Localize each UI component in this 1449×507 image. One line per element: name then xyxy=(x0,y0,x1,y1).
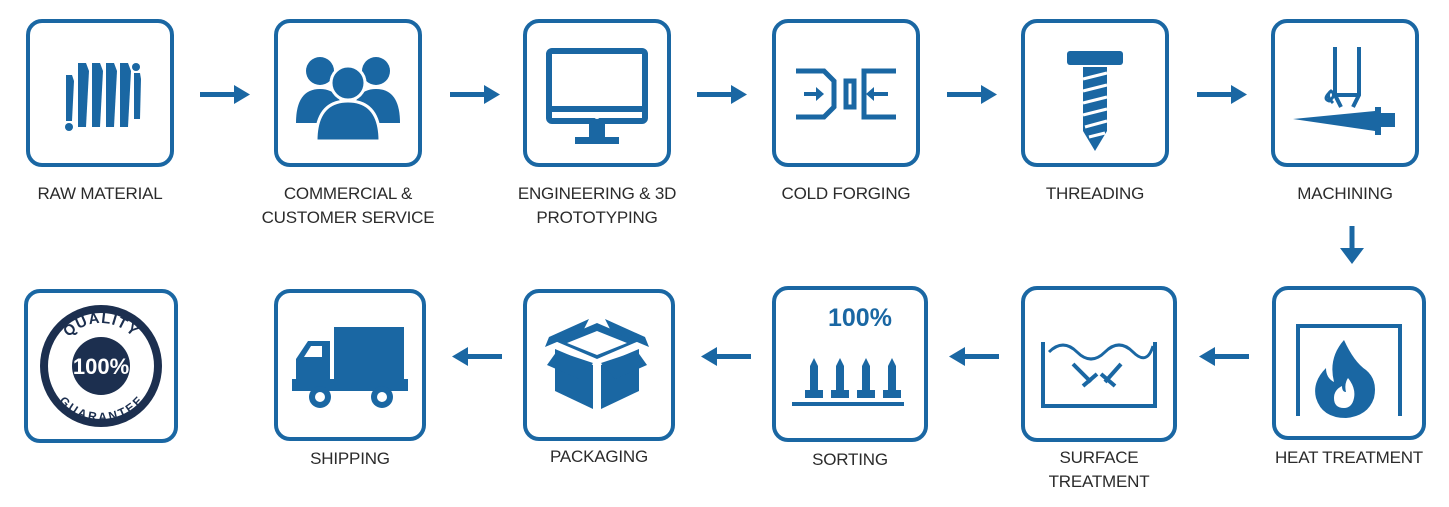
arrow-left-1 xyxy=(1199,347,1249,367)
lathe-tool-icon xyxy=(1293,47,1395,135)
step-machining-box xyxy=(1271,19,1419,167)
truck-icon xyxy=(292,327,408,408)
arrow-right-4 xyxy=(947,85,997,105)
step-engineering-box xyxy=(523,19,671,167)
arrow-right-3 xyxy=(697,85,747,105)
people-group-icon xyxy=(296,57,400,143)
arrow-left-4 xyxy=(452,347,502,367)
arrow-right-5 xyxy=(1197,85,1247,105)
step-threading-box xyxy=(1021,19,1169,167)
step-commercial-label: COMMERCIAL &CUSTOMER SERVICE xyxy=(261,184,435,227)
press-die-icon xyxy=(796,68,896,120)
step-raw-material-box xyxy=(26,19,174,167)
step-surface-treatment-box xyxy=(1021,286,1177,442)
sorting-badge: 100% xyxy=(828,304,892,332)
step-packaging-label: PACKAGING xyxy=(549,447,649,466)
monitor-icon xyxy=(546,48,648,144)
open-box-icon xyxy=(545,319,649,409)
step-heat-treatment-box xyxy=(1272,286,1426,440)
quality-seal-icon: QUALITY GUARANTEE 100% xyxy=(40,305,162,427)
step-sorting-label: SORTING xyxy=(812,450,888,469)
step-shipping-box xyxy=(274,289,426,441)
step-shipping-label: SHIPPING xyxy=(310,449,390,468)
arrow-down xyxy=(1339,226,1365,266)
step-cold-forging-label: COLD FORGING xyxy=(781,184,911,203)
seal-center-text: 100% xyxy=(73,354,129,379)
step-machining-label: MACHINING xyxy=(1297,184,1393,203)
step-sorting-box: 100% xyxy=(772,286,928,442)
step-raw-material-label: RAW MATERIAL xyxy=(37,184,163,203)
arrow-left-3 xyxy=(701,347,751,367)
step-packaging-box xyxy=(523,289,675,441)
arrow-left-2 xyxy=(949,347,999,367)
arrow-right-1 xyxy=(200,85,250,105)
bath-tank-icon xyxy=(1041,342,1157,408)
step-cold-forging-box xyxy=(772,19,920,167)
step-threading-label: THREADING xyxy=(1045,184,1145,203)
furnace-flame-icon xyxy=(1296,324,1402,418)
step-commercial-box xyxy=(274,19,422,167)
arrow-right-2 xyxy=(450,85,500,105)
step-heat-treatment-label: HEAT TREATMENT xyxy=(1274,448,1423,467)
wire-coil-icon xyxy=(65,63,141,131)
step-quality-box: QUALITY GUARANTEE 100% xyxy=(24,289,178,443)
screws-row-icon xyxy=(792,358,904,406)
screw-icon xyxy=(1067,51,1123,151)
